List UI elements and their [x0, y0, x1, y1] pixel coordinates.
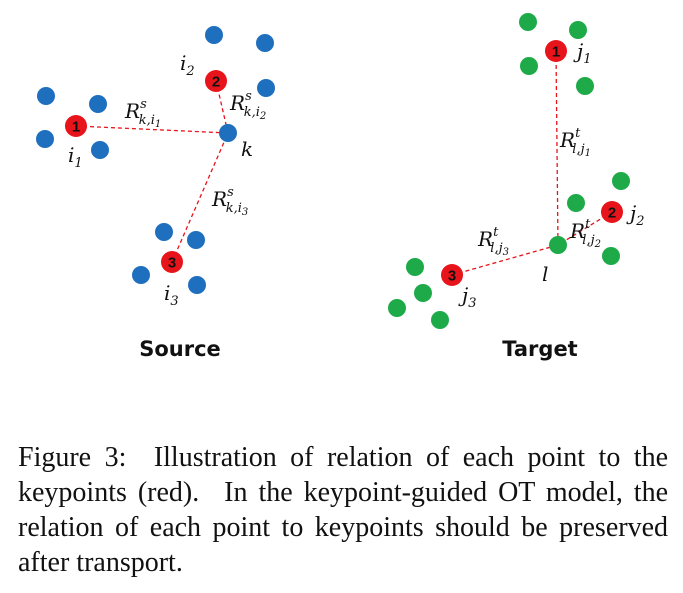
- source-point: [36, 130, 54, 148]
- source-keypoint-1-label: 1: [72, 119, 80, 136]
- source-label-i1: i1: [68, 143, 83, 171]
- relation-line-k-i1: [75, 125, 229, 134]
- target-keypoint-2-label: 2: [608, 205, 616, 222]
- target-point: [612, 172, 630, 190]
- source-keypoint-2: [205, 70, 227, 92]
- target-point: [569, 21, 587, 39]
- target-label-j1: j1: [573, 39, 591, 67]
- source-label-k: k: [241, 137, 253, 161]
- figure-caption: Figure 3: Illustration of relation of ea…: [18, 442, 668, 578]
- target-keypoint-3: [441, 264, 463, 286]
- source-keypoint-3: [161, 251, 183, 273]
- relation-line-l-j3: [451, 244, 559, 276]
- source-point: [256, 34, 274, 52]
- target-point: [602, 247, 620, 265]
- target-label-l: l: [542, 262, 548, 286]
- source-title: Source: [139, 337, 221, 361]
- source-point: [155, 223, 173, 241]
- source-point: [187, 231, 205, 249]
- source-keypoint-2-label: 2: [212, 74, 220, 91]
- target-keypoint-3-label: 3: [448, 268, 456, 285]
- target-title: Target: [502, 337, 577, 361]
- source-point: [91, 141, 109, 159]
- target-point: [414, 284, 432, 302]
- target-point: [431, 311, 449, 329]
- relation-line-l-j1: [555, 50, 559, 246]
- relation-line-k-i3: [171, 132, 229, 263]
- source-point: [37, 87, 55, 105]
- source-point: [188, 276, 206, 294]
- target-point: [576, 77, 594, 95]
- target-keypoint-2: [601, 201, 623, 223]
- source-keypoint-1: [65, 115, 87, 137]
- target-point-l: [549, 236, 567, 254]
- target-keypoint-1-label: 1: [552, 44, 560, 61]
- target-label-j3: j3: [458, 283, 476, 311]
- target-point: [406, 258, 424, 276]
- source-point: [257, 79, 275, 97]
- source-point: [89, 95, 107, 113]
- source-keypoint-3-label: 3: [168, 255, 176, 272]
- target-point: [520, 57, 538, 75]
- source-point: [132, 266, 150, 284]
- target-label-j2: j2: [626, 201, 644, 229]
- target-point: [567, 194, 585, 212]
- target-point: [519, 13, 537, 31]
- target-keypoint-1: [545, 40, 567, 62]
- source-point-k: [219, 124, 237, 142]
- target-point: [388, 299, 406, 317]
- source-label-i3: i3: [164, 281, 179, 309]
- source-label-i2: i2: [180, 51, 195, 79]
- source-point: [205, 26, 223, 44]
